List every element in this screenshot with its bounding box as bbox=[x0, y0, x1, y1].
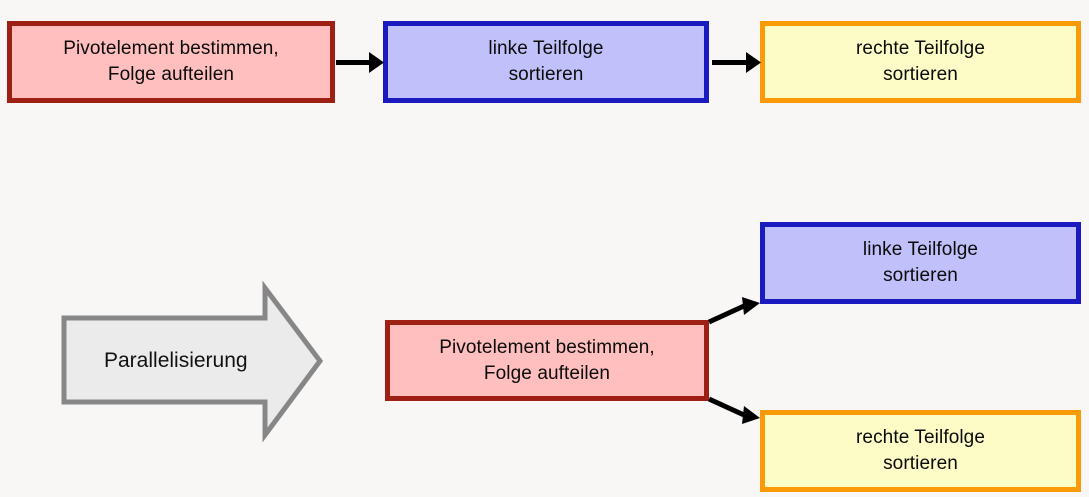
arrow-parallel-pivot-to-right bbox=[707, 396, 760, 424]
parallelization-label: Parallelisierung bbox=[104, 349, 248, 372]
node-parallel-left-sort[interactable]: linke Teilfolge sortieren bbox=[760, 222, 1081, 304]
node-sequential-right-sort[interactable]: rechte Teilfolge sortieren bbox=[760, 21, 1081, 103]
arrow-parallel-pivot-to-left bbox=[707, 297, 760, 325]
node-parallel-right-sort[interactable]: rechte Teilfolge sortieren bbox=[760, 410, 1081, 492]
node-sequential-pivot[interactable]: Pivotelement bestimmen, Folge aufteilen bbox=[7, 21, 335, 103]
node-parallel-pivot[interactable]: Pivotelement bestimmen, Folge aufteilen bbox=[385, 320, 709, 401]
arrow-sequential-left-to-right bbox=[712, 52, 761, 73]
node-sequential-left-sort[interactable]: linke Teilfolge sortieren bbox=[383, 21, 709, 103]
arrow-sequential-pivot-to-left bbox=[336, 52, 384, 73]
